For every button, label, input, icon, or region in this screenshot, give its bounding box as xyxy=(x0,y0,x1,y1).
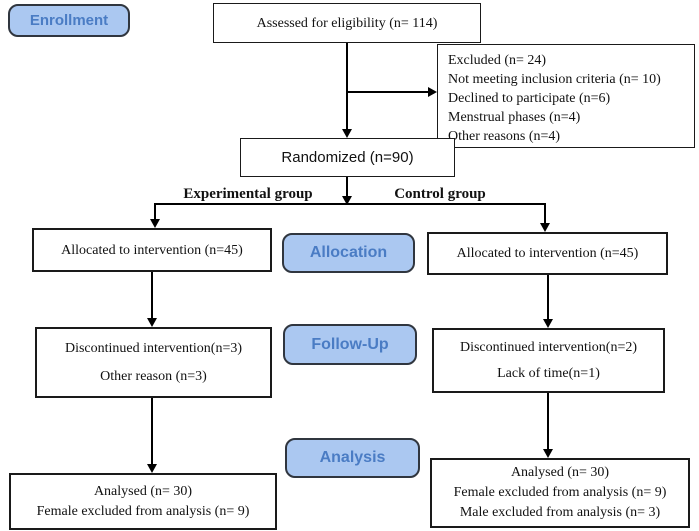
connector-allocation-to-follow-up-right xyxy=(547,275,549,320)
arrowhead-down-icon xyxy=(147,318,157,327)
stage-label-follow-up: Follow-Up xyxy=(283,324,417,365)
analysis-left-box: Analysed (n= 30) Female excluded from an… xyxy=(9,473,277,530)
allocation-left-box: Allocated to intervention (n=45) xyxy=(32,228,272,272)
stage-label-allocation: Allocation xyxy=(282,233,415,273)
allocation-right-box: Allocated to intervention (n=45) xyxy=(427,232,668,275)
arrowhead-down-icon xyxy=(540,223,550,232)
split-line xyxy=(154,203,546,205)
assessed-eligibility-text: Assessed for eligibility (n= 114) xyxy=(256,15,438,31)
arrowhead-down-icon xyxy=(543,449,553,458)
stage-label-analysis: Analysis xyxy=(285,438,420,478)
analysis-right-line: Analysed (n= 30) xyxy=(510,465,610,480)
allocation-right-text: Allocated to intervention (n=45) xyxy=(456,246,639,261)
analysis-right-line: Male excluded from analysis (n= 3) xyxy=(459,505,661,520)
excluded-line: Not meeting inclusion criteria (n= 10) xyxy=(448,72,661,87)
analysis-right-line: Female excluded from analysis (n= 9) xyxy=(453,485,667,500)
connector-split-to-allocation-left xyxy=(154,203,156,220)
assessed-eligibility-box: Assessed for eligibility (n= 114) xyxy=(213,3,481,43)
analysis-right-box: Analysed (n= 30) Female excluded from an… xyxy=(430,458,690,528)
connector-assessed-to-randomized xyxy=(346,43,348,131)
connector-to-excluded xyxy=(346,91,431,93)
arrowhead-down-icon xyxy=(342,129,352,138)
stage-label-enrollment: Enrollment xyxy=(8,4,130,37)
branch-label-control-group: Control group xyxy=(394,186,486,202)
follow-up-left-line: Other reason (n=3) xyxy=(100,369,207,385)
connector-follow-up-to-analysis-left xyxy=(151,398,153,465)
analysis-left-line: Female excluded from analysis (n= 9) xyxy=(36,503,250,519)
connector-split-to-allocation-right xyxy=(544,203,546,224)
follow-up-left-line: Discontinued intervention(n=3) xyxy=(64,340,243,356)
excluded-line: Menstrual phases (n=4) xyxy=(448,110,581,125)
allocation-left-text: Allocated to intervention (n=45) xyxy=(61,242,243,258)
analysis-left-line: Analysed (n= 30) xyxy=(93,483,193,499)
arrowhead-right-icon xyxy=(428,87,437,97)
arrowhead-down-icon xyxy=(342,196,352,205)
connector-follow-up-to-analysis-right xyxy=(547,393,549,450)
follow-up-right-box: Discontinued intervention(n=2) Lack of t… xyxy=(432,328,665,393)
excluded-box: Excluded (n= 24) Not meeting inclusion c… xyxy=(437,44,695,148)
arrowhead-down-icon xyxy=(543,319,553,328)
arrowhead-down-icon xyxy=(147,464,157,473)
randomized-box: Randomized (n=90) xyxy=(240,138,455,177)
excluded-line: Other reasons (n=4) xyxy=(448,129,561,144)
excluded-line: Declined to participate (n=6) xyxy=(448,91,611,106)
excluded-line: Excluded (n= 24) xyxy=(448,53,547,68)
connector-allocation-to-follow-up-left xyxy=(151,272,153,319)
randomized-text: Randomized (n=90) xyxy=(281,149,414,166)
follow-up-left-box: Discontinued intervention(n=3) Other rea… xyxy=(35,327,272,398)
connector-randomized-to-split xyxy=(346,177,348,197)
branch-label-experimental-group: Experimental group xyxy=(183,186,313,202)
follow-up-right-line: Discontinued intervention(n=2) xyxy=(459,339,638,355)
arrowhead-down-icon xyxy=(150,219,160,228)
follow-up-right-line: Lack of time(n=1) xyxy=(497,366,600,382)
